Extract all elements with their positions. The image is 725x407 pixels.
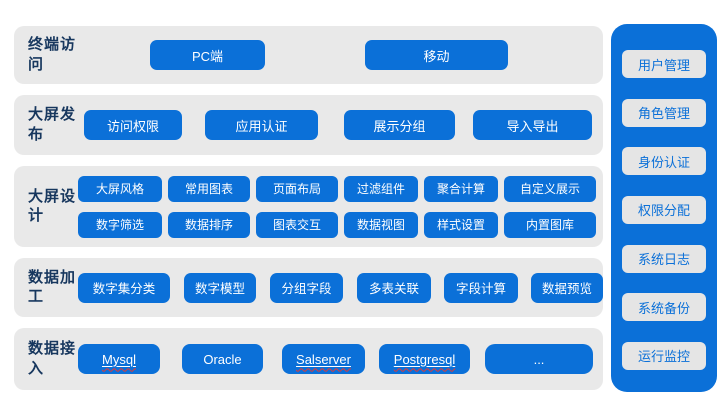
sidebar-item-user-management[interactable]: 用户管理: [622, 50, 706, 78]
button-import-export[interactable]: 导入导出: [473, 110, 592, 140]
sidebar-item-system-log[interactable]: 系统日志: [622, 244, 706, 273]
button-display-grouping[interactable]: 展示分组: [344, 110, 455, 140]
button-data-preview[interactable]: 数据预览: [531, 272, 603, 303]
button-oracle[interactable]: Oracle: [182, 344, 263, 374]
sidebar-item-operation-monitoring[interactable]: 运行监控: [622, 341, 706, 370]
sidebar-item-permission-assignment[interactable]: 权限分配: [622, 195, 706, 224]
sidebar-item-system-backup[interactable]: 系统备份: [622, 293, 706, 322]
feature-chip[interactable]: 样式设置: [424, 211, 498, 238]
row-terminal-access: 终端访问 PC端 移动: [14, 26, 603, 84]
button-mysql[interactable]: Mysql: [78, 344, 160, 374]
button-postgresql[interactable]: Postgresql: [379, 344, 470, 374]
screen-design-grid: 大屏风格 常用图表 页面布局 过滤组件 聚合计算 自定义展示 数字筛选 数据排序…: [78, 175, 596, 238]
feature-chip[interactable]: 常用图表: [168, 175, 250, 202]
row-screen-design: 大屏设计 大屏风格 常用图表 页面布局 过滤组件 聚合计算 自定义展示 数字筛选…: [14, 166, 603, 247]
feature-chip[interactable]: 大屏风格: [78, 175, 162, 202]
feature-chip[interactable]: 自定义展示: [504, 175, 596, 202]
button-oracle-label: Oracle: [203, 351, 242, 367]
feature-chip[interactable]: 过滤组件: [344, 175, 418, 202]
feature-chip[interactable]: 数字筛选: [78, 211, 162, 238]
button-app-authentication[interactable]: 应用认证: [205, 110, 318, 140]
row-screen-publish: 大屏发布 访问权限 应用认证 展示分组 导入导出: [14, 95, 603, 155]
row-label-terminal-access: 终端访问: [28, 36, 77, 73]
row-data-access: 数据接入 Mysql Oracle Salserver Postgresql .…: [14, 328, 603, 390]
feature-chip[interactable]: 聚合计算: [424, 175, 498, 202]
row-label-data-processing: 数据加工: [28, 268, 77, 306]
button-mobile[interactable]: 移动: [365, 40, 508, 70]
button-multi-table-join[interactable]: 多表关联: [357, 272, 431, 303]
system-management-panel: 用户管理 角色管理 身份认证 权限分配 系统日志 系统备份 运行监控: [611, 24, 717, 392]
feature-chip[interactable]: 数据排序: [168, 211, 250, 238]
feature-chip[interactable]: 页面布局: [256, 175, 338, 202]
spellcheck-underline: Mysql: [102, 351, 136, 367]
button-group-field[interactable]: 分组字段: [270, 272, 343, 303]
ellipsis-label: ...: [533, 351, 545, 367]
button-dataset-classification[interactable]: 数字集分类: [78, 272, 170, 303]
screen-design-grid-line-1: 大屏风格 常用图表 页面布局 过滤组件 聚合计算 自定义展示: [78, 175, 596, 202]
row-label-screen-publish: 大屏发布: [28, 106, 77, 143]
row-label-data-access: 数据接入: [28, 340, 77, 377]
button-access-permission[interactable]: 访问权限: [84, 110, 182, 140]
feature-chip[interactable]: 内置图库: [504, 211, 596, 238]
spellcheck-underline: Salserver: [296, 351, 351, 367]
button-more-sources[interactable]: ...: [485, 344, 593, 374]
spellcheck-underline: Postgresql: [393, 351, 456, 367]
button-data-model[interactable]: 数字模型: [184, 272, 256, 303]
screen-design-grid-line-2: 数字筛选 数据排序 图表交互 数据视图 样式设置 内置图库: [78, 211, 596, 238]
feature-chip[interactable]: 数据视图: [344, 211, 418, 238]
button-field-calculation[interactable]: 字段计算: [444, 272, 518, 303]
feature-chip[interactable]: 图表交互: [256, 211, 338, 238]
sidebar-item-role-management[interactable]: 角色管理: [622, 98, 706, 127]
row-data-processing: 数据加工 数字集分类 数字模型 分组字段 多表关联 字段计算 数据预览: [14, 258, 603, 317]
row-label-screen-design: 大屏设计: [28, 187, 77, 225]
sidebar-item-identity-authentication[interactable]: 身份认证: [622, 147, 706, 176]
button-sqlserver[interactable]: Salserver: [282, 344, 365, 374]
layer-rows: 终端访问 PC端 移动 大屏发布 访问权限 应用认证 展示分组 导入导出 大屏设…: [14, 26, 603, 390]
button-pc-client[interactable]: PC端: [150, 40, 265, 70]
